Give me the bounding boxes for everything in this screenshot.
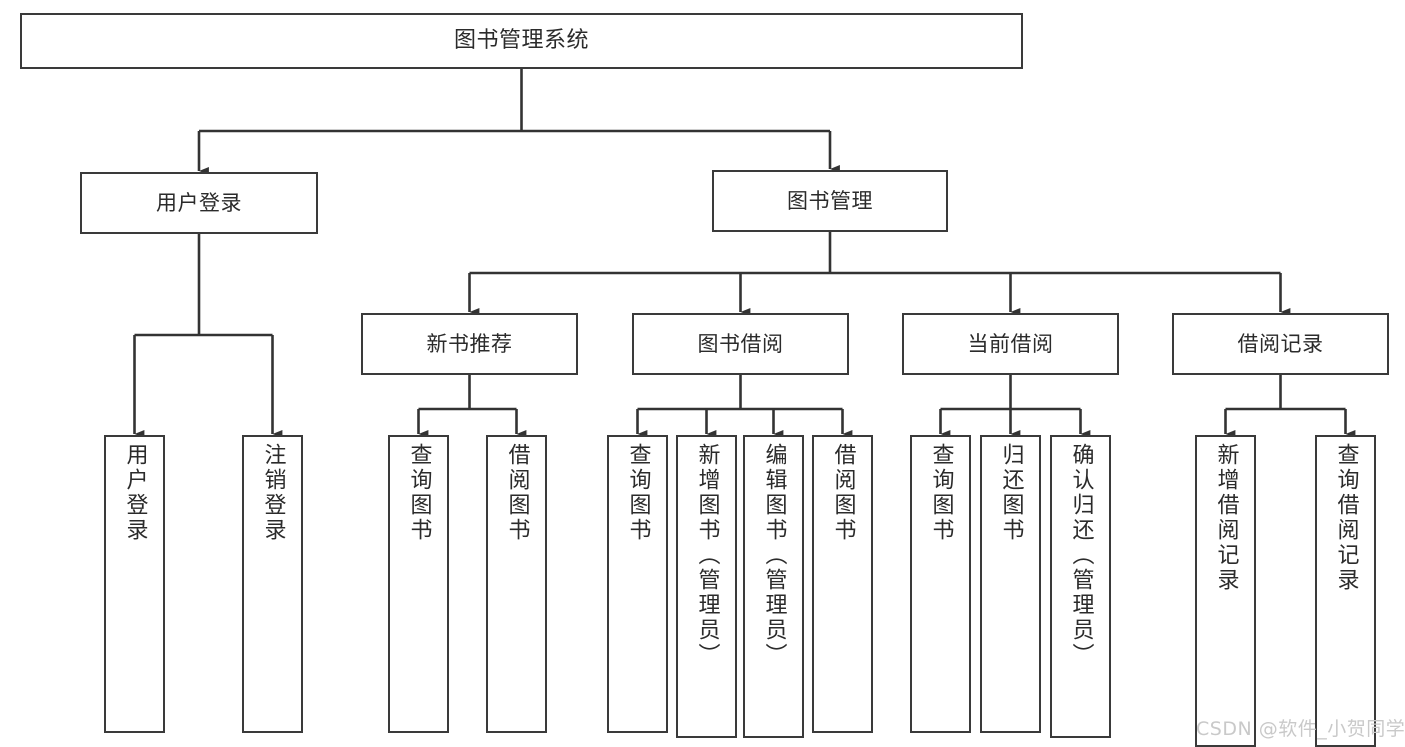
node-cur-query-book[interactable]: 查询图书 [910,435,971,733]
node-new-book-recommend[interactable]: 新书推荐 [361,313,578,375]
node-current-borrow[interactable]: 当前借阅 [902,313,1119,375]
node-rec-query-book-label: 查询图书 [406,443,432,543]
node-bor-add-book[interactable]: 新增图书（管理员） [676,435,737,738]
node-new-book-recommend-label: 新书推荐 [426,331,513,356]
node-rec-query-book[interactable]: 查询图书 [388,435,449,733]
node-book-borrow[interactable]: 图书借阅 [632,313,849,375]
node-root[interactable]: 图书管理系统 [20,13,1023,69]
node-root-label: 图书管理系统 [453,28,589,54]
node-bor-query-book[interactable]: 查询图书 [607,435,668,733]
node-bor-query-book-label: 查询图书 [625,443,651,543]
node-rec-add-record-label: 新增借阅记录 [1213,443,1239,593]
node-cur-confirm-return-label: 确认归还（管理员） [1068,443,1094,668]
node-current-borrow-label: 当前借阅 [967,331,1054,356]
node-cur-query-book-label: 查询图书 [928,443,954,543]
node-cur-confirm-return[interactable]: 确认归还（管理员） [1050,435,1111,738]
node-user-login[interactable]: 用户登录 [80,172,318,234]
node-bor-borrow-book-label: 借阅图书 [830,443,856,543]
node-book-manage-label: 图书管理 [787,188,873,213]
node-cur-return-book-label: 归还图书 [998,443,1024,543]
node-bor-edit-book[interactable]: 编辑图书（管理员） [743,435,804,738]
node-rec-borrow-book[interactable]: 借阅图书 [486,435,547,733]
node-rec-query-record-label: 查询借阅记录 [1333,443,1359,593]
node-borrow-record[interactable]: 借阅记录 [1172,313,1389,375]
node-rec-add-record[interactable]: 新增借阅记录 [1195,435,1256,747]
node-user-logout-label: 注销登录 [260,443,286,543]
node-bor-edit-book-label: 编辑图书（管理员） [761,443,787,668]
node-borrow-record-label: 借阅记录 [1237,331,1324,356]
node-cur-return-book[interactable]: 归还图书 [980,435,1041,733]
node-bor-add-book-label: 新增图书（管理员） [694,443,720,668]
node-book-borrow-label: 图书借阅 [697,331,784,356]
node-user-login-do-label: 用户登录 [122,443,148,543]
node-rec-query-record[interactable]: 查询借阅记录 [1315,435,1376,747]
node-bor-borrow-book[interactable]: 借阅图书 [812,435,873,733]
node-rec-borrow-book-label: 借阅图书 [504,443,530,543]
node-user-login-do[interactable]: 用户登录 [104,435,165,733]
node-user-logout[interactable]: 注销登录 [242,435,303,733]
node-book-manage[interactable]: 图书管理 [712,170,948,232]
node-user-login-label: 用户登录 [156,190,242,215]
